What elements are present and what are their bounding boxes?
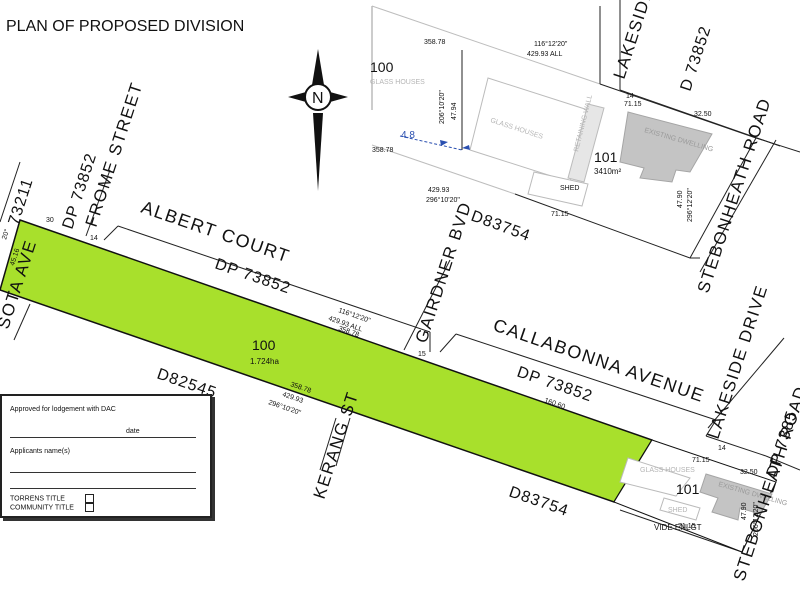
lot-101-parcel — [613, 439, 777, 553]
inset-lot101-boundary — [514, 83, 757, 259]
dim-main-side-47: 47.90 — [741, 502, 748, 520]
inset-stebonheath-road: STEBONHEATH ROAD — [694, 95, 775, 295]
inset-offset-arrow-left — [440, 140, 448, 146]
compass-needle-south — [313, 113, 323, 191]
vide-enlgt-label: VIDE ENLGT — [654, 523, 702, 532]
plan-dp7385-right: DP 7385 — [764, 408, 800, 479]
dim-main-lakeside-frontage: 14 — [718, 445, 726, 452]
dim-main-side-71a: 71.15 — [692, 457, 710, 464]
dim-main-side-32: 32.50 — [740, 469, 758, 476]
inset-retaining-wall — [567, 103, 605, 183]
legend-community-text: COMMUNITY TITLE — [10, 504, 74, 512]
plan-d83754: D83754 — [507, 484, 571, 520]
inset-top-length: 429.93 ALL — [527, 51, 563, 58]
inset-offset-line — [399, 135, 463, 151]
inset-d83754: D83754 — [469, 208, 533, 245]
main-glass-houses-label: GLASS HOUSES — [640, 467, 695, 474]
legend-community-row: COMMUNITY TITLE — [10, 503, 94, 512]
inset-existing-dwelling — [619, 111, 713, 183]
compass-needle-north — [312, 49, 324, 85]
inset-plan: 100 GLASS HOUSES 358.78 116°12'20" 429.9… — [370, 0, 800, 295]
main-shed-label: SHED — [668, 507, 687, 514]
inset-lot100-note: GLASS HOUSES — [370, 79, 425, 86]
legend-applicants-line-1 — [10, 472, 196, 473]
main-existing-dwelling — [699, 473, 773, 521]
inset-top-dist: 358.78 — [424, 39, 446, 46]
main-glass-houses-block — [619, 457, 691, 497]
inset-bottom-dist: 71.15 — [551, 211, 569, 218]
inset-stebonheath-line — [699, 139, 777, 273]
inset-side-71: 71.15 — [624, 101, 642, 108]
inset-side-47: 47.90 — [677, 190, 684, 208]
legend-approved-text: Approved for lodgement with DAC — [10, 406, 116, 413]
legend-applicants-text: Applicants name(s) — [10, 448, 70, 455]
inset-shed-label: SHED — [560, 185, 579, 192]
approval-legend-box: Approved for lodgement with DAC date App… — [0, 394, 212, 518]
dim-left-frontage: 14 — [90, 235, 98, 242]
compass-letter: N — [312, 90, 324, 107]
inset-vert-dist: 47.94 — [451, 102, 458, 120]
inset-bottom-bearing: 296°10'20" — [426, 196, 460, 204]
inset-left-dist: 358.78 — [372, 147, 394, 154]
inset-dp73852: D 73852 — [678, 24, 715, 93]
inset-lakeside-frontage: 14 — [626, 93, 634, 100]
legend-torrens-row: TORRENS TITLE — [10, 494, 94, 503]
plan-title: PLAN OF PROPOSED DIVISION — [6, 18, 244, 35]
north-compass: N — [288, 49, 348, 191]
compass-ring — [304, 83, 332, 111]
inset-lot100-bottom-edge — [371, 144, 516, 195]
compass-needle-west — [288, 92, 306, 102]
dim-left-width: 30 — [46, 217, 54, 224]
legend-torrens-text: TORRENS TITLE — [10, 495, 65, 503]
inset-offset-label: 4.8 — [401, 130, 415, 141]
inset-lot101-number: 101 — [594, 149, 618, 165]
dim-main-side-bearing: 206°12'20" — [752, 502, 760, 536]
inset-lot100-number: 100 — [370, 59, 394, 75]
inset-bottom-length: 429.93 — [428, 187, 450, 194]
inset-offset-arrow-right — [462, 145, 470, 150]
dim-gairdner-frontage: 15 — [418, 351, 426, 358]
legend-applicants-line-2 — [10, 488, 196, 489]
lot-101-number: 101 — [676, 481, 700, 497]
legend-date-line — [10, 437, 196, 438]
inset-road-edge — [619, 89, 781, 147]
inset-road-edge-b — [755, 137, 800, 153]
road-lakeside-drive: LAKESIDE DRIVE — [704, 282, 772, 441]
inset-top-bearing: 116°12'20" — [534, 40, 568, 48]
dim-main-side-71b: 71.15 — [678, 523, 696, 530]
inset-lot101-area: 3410m² — [594, 167, 621, 176]
compass-needle-east — [330, 92, 348, 102]
dim-left-side-bearing: 20° — [0, 228, 11, 241]
inset-side-bearing: 296°12'20" — [686, 188, 694, 222]
inset-vert-bearing: 206°10'20" — [438, 90, 446, 124]
road-gairdner-bvd: GAIRDNER BVD — [412, 199, 476, 345]
lot-100-area: 1.724ha — [250, 357, 279, 366]
legend-date-text: date — [126, 428, 140, 435]
plan-73211: 73211 — [6, 176, 37, 227]
inset-side-32: 32.50 — [694, 111, 712, 118]
community-checkbox[interactable] — [84, 503, 94, 512]
road-callabonna-avenue: CALLABONNA AVENUE — [491, 315, 708, 406]
inset-lot100-top-edge — [371, 5, 601, 85]
torrens-checkbox[interactable] — [84, 494, 94, 503]
main-shed — [659, 497, 701, 521]
inset-shed — [527, 171, 589, 207]
road-albert-court: ALBERT COURT — [139, 197, 293, 267]
lot-100-number: 100 — [252, 337, 276, 353]
